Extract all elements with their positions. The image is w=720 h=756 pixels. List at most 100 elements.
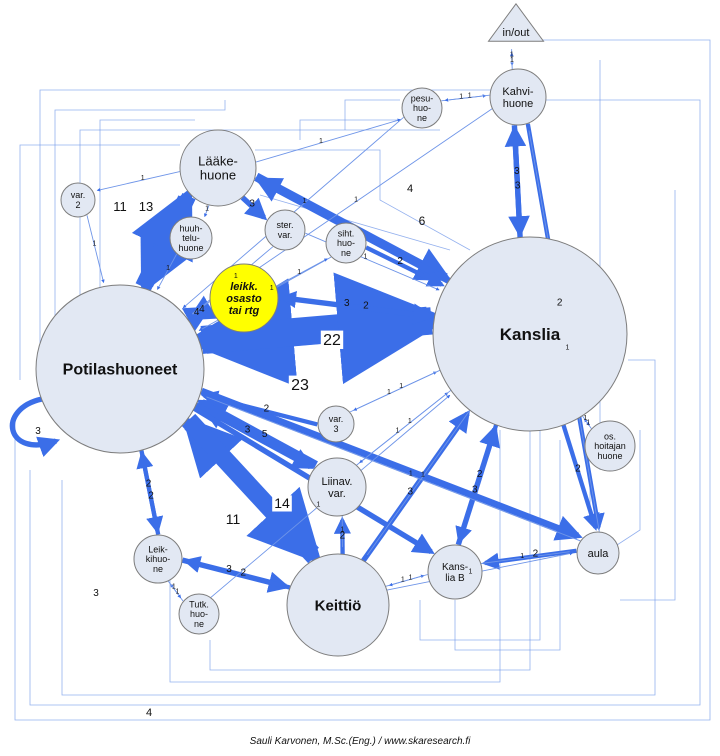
edge-kanslia-to-aula bbox=[561, 424, 600, 531]
connector-line bbox=[61, 359, 656, 696]
node-inout: in/out bbox=[487, 2, 545, 42]
edge-potilashuoneet-to-potilashuoneet bbox=[9, 396, 61, 458]
edge-weight-label: 1 bbox=[93, 240, 97, 247]
node-label: Kanslia bbox=[500, 325, 561, 344]
edge-weight-label: 5 bbox=[262, 429, 268, 440]
node-leikkihuone: Leik-kihuo-ne bbox=[133, 534, 183, 584]
connector-line bbox=[19, 144, 180, 380]
connector-line bbox=[299, 119, 400, 140]
connector-line bbox=[54, 100, 226, 360]
edge-weight-label: 1 bbox=[510, 57, 514, 64]
edge-weight-label: 1 bbox=[401, 577, 405, 584]
node-liinavvar: Liinav.var. bbox=[307, 457, 367, 517]
edge-weight-label: 13 bbox=[139, 199, 153, 214]
node-shape bbox=[401, 87, 443, 129]
edge-label-background bbox=[272, 495, 292, 512]
edge-weight-label: 1 bbox=[172, 584, 176, 591]
edge-label-background bbox=[223, 511, 243, 528]
edge-weight-label: 1 bbox=[409, 574, 413, 581]
edges-layer bbox=[9, 39, 711, 721]
edge-weight-label: 1 bbox=[468, 93, 472, 100]
edge-weight-label: 11 bbox=[226, 511, 241, 527]
edge-kahvihuone-to-inout bbox=[509, 52, 514, 70]
node-label: Lääke-huone bbox=[198, 153, 238, 182]
node-kanslia: Kanslia bbox=[432, 236, 628, 432]
edge-weight-label: 1 bbox=[270, 285, 274, 292]
node-shape bbox=[178, 593, 220, 635]
node-var2: var.2 bbox=[60, 182, 96, 218]
node-kahvihuone: Kahvi-huone bbox=[489, 68, 547, 126]
node-label: Kans-lia B bbox=[442, 562, 468, 584]
edge-leikkosasto-to-sihthuone bbox=[276, 258, 328, 287]
node-shape bbox=[584, 420, 636, 472]
edge-weight-label: 1 bbox=[565, 345, 569, 352]
edge-weight-label: 1 bbox=[469, 568, 473, 575]
node-shape bbox=[60, 182, 96, 218]
edge-weight-label: 1 bbox=[297, 269, 301, 276]
nodes-layer: in/outKahvi-huonepesu-huo-neLääke-huonev… bbox=[35, 2, 636, 657]
node-label: var.2 bbox=[71, 190, 86, 210]
node-potilashuoneet: Potilashuoneet bbox=[35, 284, 205, 454]
edge-weight-label: 1 bbox=[520, 553, 524, 560]
edge-laakehuone-to-pesuhuone bbox=[255, 118, 402, 163]
node-huuhteluhuone: huuh-telu-huone bbox=[169, 216, 213, 260]
edge-weight-label: 1 bbox=[396, 428, 400, 435]
node-shape bbox=[286, 553, 390, 657]
node-shape bbox=[264, 209, 306, 251]
edge-potilashuoneet-to-aula bbox=[200, 387, 583, 541]
node-shape bbox=[35, 284, 205, 454]
edge-weight-label: 3 bbox=[515, 181, 521, 192]
edge-laakehuone-to-var2 bbox=[96, 171, 180, 192]
node-shape bbox=[317, 405, 355, 443]
connector-line bbox=[454, 440, 561, 651]
edge-kanslia-to-kahvihuone bbox=[504, 124, 527, 238]
node-shape bbox=[169, 216, 213, 260]
edge-weight-label: 1 bbox=[316, 501, 320, 508]
edge-weight-label: 1 bbox=[399, 383, 403, 390]
node-sihthuone: siht.huo-ne bbox=[325, 222, 367, 264]
edge-weight-label: 3 bbox=[514, 166, 520, 177]
node-kansliab: Kans-lia B bbox=[427, 544, 483, 600]
edge-weight-label: 1 bbox=[583, 415, 587, 422]
node-label: aula bbox=[588, 548, 610, 560]
edge-weight-label: 2 bbox=[264, 403, 270, 414]
edge-kansliab-to-aula bbox=[481, 549, 574, 564]
node-label: Leik-kihuo-ne bbox=[146, 544, 171, 574]
edge-weight-label: 1 bbox=[234, 273, 238, 280]
node-label: Kahvi-huone bbox=[502, 86, 534, 110]
edge-kanslia-to-var3 bbox=[353, 369, 441, 411]
edge-potilashuoneet-to-liinavvar bbox=[194, 402, 315, 470]
node-label: huuh-telu-huone bbox=[178, 223, 203, 253]
edge-kansliab-to-kanslia bbox=[455, 424, 500, 546]
node-shape bbox=[179, 129, 257, 207]
connector-line bbox=[344, 99, 400, 130]
edge-weight-label: 1 bbox=[408, 418, 412, 425]
connector-line bbox=[29, 99, 701, 706]
edge-weight-label: 6 bbox=[419, 214, 426, 228]
edge-weight-label: 3 bbox=[245, 425, 251, 436]
edge-weight-label: 2 bbox=[148, 490, 154, 501]
edge-weight-label: 23 bbox=[291, 377, 309, 394]
edge-label-background bbox=[288, 375, 312, 394]
edge-var2-to-potilashuoneet bbox=[86, 215, 105, 284]
connector-line bbox=[616, 430, 641, 546]
edge-laakehuone-to-stervar bbox=[240, 195, 268, 221]
edge-weight-label: 2 bbox=[477, 469, 483, 480]
edge-label-background bbox=[110, 199, 130, 215]
edge-weight-label: 2 bbox=[575, 463, 581, 474]
edge-weight-label: 1 bbox=[586, 419, 590, 426]
edge-weight-label: 1 bbox=[141, 175, 145, 182]
edge-kanslia-to-liinavvar bbox=[359, 389, 452, 464]
node-shape bbox=[209, 263, 279, 333]
node-laakehuone: Lääke-huone bbox=[179, 129, 257, 207]
edge-potilashuoneet-to-keittio bbox=[181, 413, 323, 565]
edge-weight-label: 2 bbox=[146, 478, 152, 489]
node-label: var.3 bbox=[329, 414, 344, 434]
edge-weight-label: 11 bbox=[113, 199, 127, 214]
edge-weight-label: 4 bbox=[194, 307, 200, 318]
edge-weight-label: 1 bbox=[387, 389, 391, 396]
edge-weight-label: 1 bbox=[205, 205, 209, 212]
